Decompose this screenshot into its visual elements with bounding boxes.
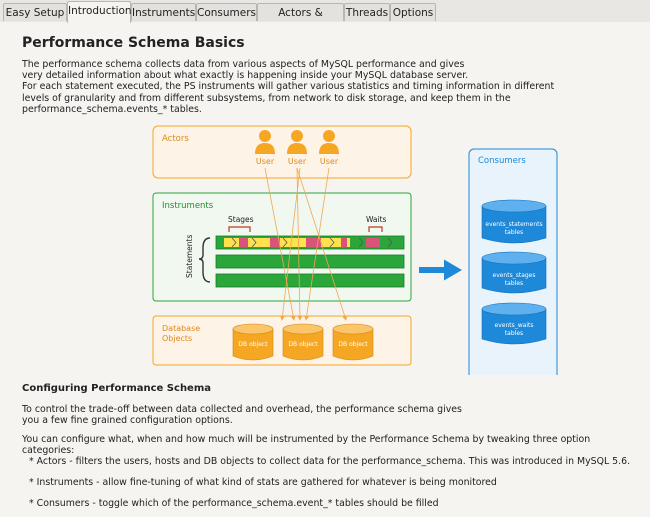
consumer-table-label: tables [505, 229, 523, 236]
waits-bracket [368, 226, 383, 232]
user-label: User [256, 157, 275, 166]
statements-label: Statements [185, 235, 194, 278]
consumer-table-label: tables [505, 280, 523, 287]
config-options-paragraph: You can configure what, when and how muc… [22, 434, 591, 457]
db-objects-label: Objects [162, 334, 192, 343]
consumer-table-label: events_stages [493, 272, 536, 279]
tab-introduction[interactable]: Introduction [67, 1, 132, 23]
tab-options[interactable]: Options [390, 3, 436, 21]
statement-row [215, 254, 405, 269]
statement-row [215, 273, 405, 288]
wait-markers [239, 238, 380, 247]
config-line: To control the trade-off between data co… [22, 404, 462, 415]
consumer-table-label: events_waits [495, 322, 534, 329]
tab-actors-objects[interactable]: Actors & Objects [257, 3, 344, 37]
section-title-configuring: Configuring Performance Schema [22, 383, 212, 394]
tab-easy-setup[interactable]: Easy Setup [3, 3, 67, 21]
db-objects-label: Database [162, 324, 200, 333]
stages-bracket [228, 226, 251, 232]
waits-label: Waits [366, 215, 387, 224]
database-icon [481, 199, 547, 244]
intro-text: The performance schema collects data fro… [22, 59, 622, 115]
intro-line: The performance schema collects data fro… [22, 59, 465, 70]
statements-brace [198, 237, 211, 283]
consumers-label: Consumers [478, 156, 526, 166]
database-icon [232, 323, 274, 361]
bullet-consumers: * Consumers - toggle which of the perfor… [29, 498, 439, 509]
tab-threads[interactable]: Threads [344, 3, 390, 21]
config-paragraph: To control the trade-off between data co… [22, 404, 642, 426]
user-icon [255, 130, 275, 154]
intro-line: very detailed information about what exa… [22, 70, 469, 82]
config-line: you a few fine grained configuration opt… [22, 415, 233, 427]
consumer-table-label: tables [505, 330, 523, 337]
database-icon [481, 251, 547, 294]
database-icon [282, 323, 324, 361]
tab-instruments[interactable]: Instruments [131, 3, 196, 21]
tab-bar: Easy Setup Introduction Instruments Cons… [0, 0, 650, 37]
database-icon [481, 302, 547, 345]
introduction-panel: Performance Schema Basics The performanc… [0, 22, 650, 517]
actors-label: Actors [162, 134, 189, 144]
stages-label: Stages [228, 215, 254, 224]
intro-line: performance_schema.events_* tables. [22, 103, 202, 115]
intro-line: For each statement executed, the PS inst… [22, 81, 555, 93]
user-icon [287, 130, 307, 154]
instruments-label: Instruments [162, 201, 214, 211]
arrow-right-icon [419, 259, 462, 281]
actor-object-lines [264, 167, 348, 321]
database-icon [332, 323, 374, 361]
consumer-table-label: events_statements [485, 221, 542, 228]
actors-box [152, 125, 412, 179]
tab-consumers[interactable]: Consumers [196, 3, 257, 21]
bullet-actors: * Actors - filters the users, hosts and … [29, 456, 631, 467]
db-object-label: DB object [238, 341, 268, 348]
bullet-instruments: * Instruments - allow fine-tuning of wha… [29, 477, 497, 488]
user-icon [319, 130, 339, 154]
db-object-label: DB object [288, 341, 318, 348]
user-label: User [320, 157, 339, 166]
section-title-basics: Performance Schema Basics [22, 35, 245, 51]
db-object-label: DB object [338, 341, 368, 348]
user-label: User [288, 157, 307, 166]
performance-schema-diagram: Actors User User User Instruments Stages… [152, 125, 558, 375]
stage-markers [231, 237, 393, 248]
intro-line: levels of granularity and from different… [22, 92, 511, 104]
